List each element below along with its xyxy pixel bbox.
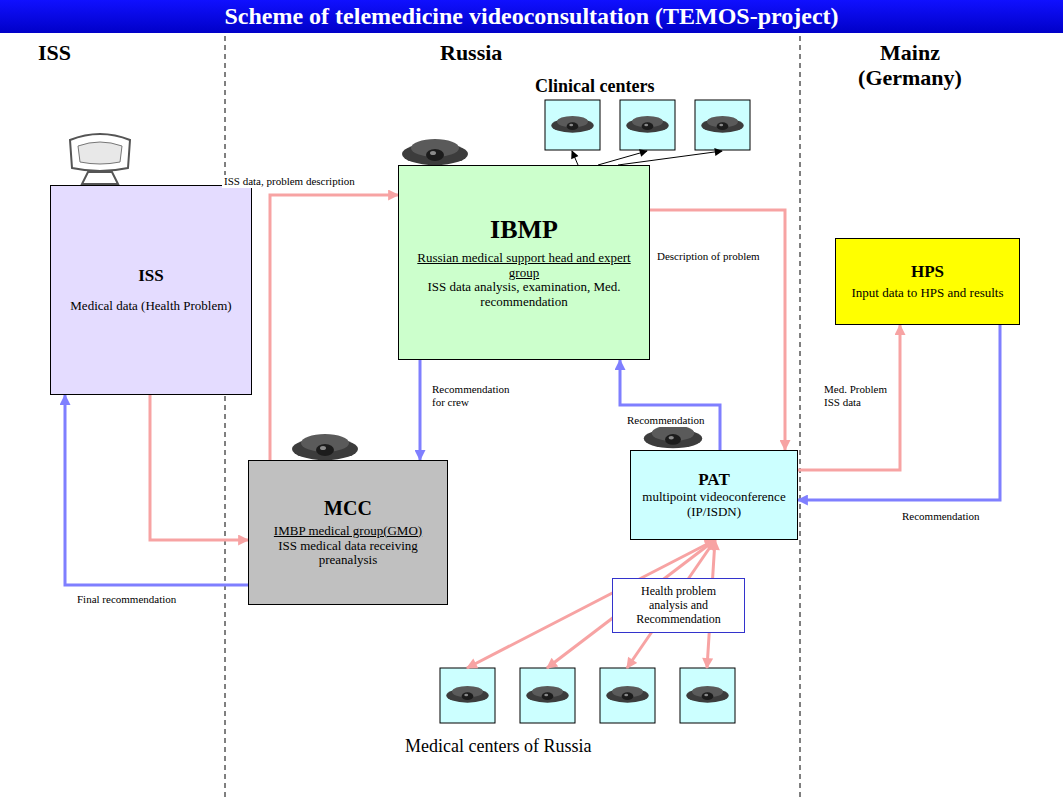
box-title: IBMP <box>490 215 558 245</box>
camera-icon <box>292 434 358 460</box>
group-label: Clinical centers <box>535 76 715 97</box>
center-box <box>620 100 675 150</box>
box-text: Russian medical support head and expert … <box>407 251 641 281</box>
box-text: IMBP medical group(GMO) <box>274 524 422 539</box>
edge-label: Recommendation for crew <box>430 383 526 408</box>
box-text: ISS medical data receiving preanalysis <box>257 539 439 569</box>
center-box <box>600 668 655 723</box>
monitor <box>70 134 130 171</box>
camera-icon <box>551 116 593 133</box>
link-line <box>572 151 578 165</box>
box-text: multipoint videoconference (IP/ISDN) <box>639 490 789 520</box>
flow-arrow <box>419 360 422 460</box>
camera-icon <box>526 686 568 703</box>
link-line <box>598 151 647 165</box>
medical-centers <box>440 668 735 723</box>
group-label: Medical centers of Russia <box>405 736 705 757</box>
title-text: Scheme of telemedicine videoconsultation… <box>224 3 838 30</box>
box-title: Health problem analysis and Recommendati… <box>621 585 736 626</box>
pat-box: PATmultipoint videoconference (IP/ISDN) <box>630 450 798 540</box>
link-line <box>618 151 722 165</box>
flow-arrow <box>150 395 248 540</box>
box-text: Medical data (Health Problem) <box>70 299 231 314</box>
screen <box>78 142 122 164</box>
center-box <box>545 100 600 150</box>
border-line <box>800 36 801 798</box>
edge-label: Recommendation <box>900 510 982 523</box>
edge-label: Description of problem <box>655 250 762 263</box>
center-box <box>520 668 575 723</box>
border-line <box>225 36 226 798</box>
box-text: ISS data analysis, examination, Med. rec… <box>407 280 641 310</box>
column-heading: Russia <box>440 40 560 65</box>
center-box <box>695 100 750 150</box>
camera-icon <box>686 686 728 703</box>
center-box <box>680 668 735 723</box>
stand <box>82 172 118 184</box>
ibmp-box: IBMP Russian medical support head and exp… <box>398 165 650 360</box>
flow-arrow <box>620 360 720 450</box>
box-title: ISS <box>138 266 164 286</box>
column-heading: Mainz (Germany) <box>830 40 990 91</box>
camera-icon <box>402 139 468 165</box>
flow-arrow <box>798 325 1000 500</box>
edge-label: Recommendation <box>625 414 707 427</box>
camera-icon <box>446 686 488 703</box>
note-box: Health problem analysis and Recommendati… <box>612 578 745 633</box>
box-title: MCC <box>324 497 372 520</box>
center-box <box>440 668 495 723</box>
flow-arrow <box>65 395 248 585</box>
camera-icon <box>701 116 743 133</box>
flow-arrow <box>270 195 398 460</box>
title-bar: Scheme of telemedicine videoconsultation… <box>0 0 1063 33</box>
mcc-box: MCC IMBP medical group(GMO)ISS medical da… <box>248 460 448 605</box>
flow-arrow <box>798 325 900 470</box>
camera-icon <box>606 686 648 703</box>
camera-icon <box>626 116 668 133</box>
box-title: PAT <box>698 470 729 490</box>
column-heading: ISS <box>38 40 118 65</box>
clinical-centers <box>545 100 750 150</box>
edge-label: ISS data, problem description <box>222 175 357 188</box>
edge-label: Med. Problem ISS data <box>822 383 898 408</box>
hps-box: HPS Input data to HPS and results <box>835 238 1020 325</box>
box-title: HPS <box>911 262 944 282</box>
edge-label: Final recommendation <box>75 593 178 606</box>
box-text: Input data to HPS and results <box>851 286 1003 301</box>
computer-icon <box>70 134 130 184</box>
camera-icon <box>644 425 702 448</box>
iss-box: ISS Medical data (Health Problem) <box>50 185 252 395</box>
